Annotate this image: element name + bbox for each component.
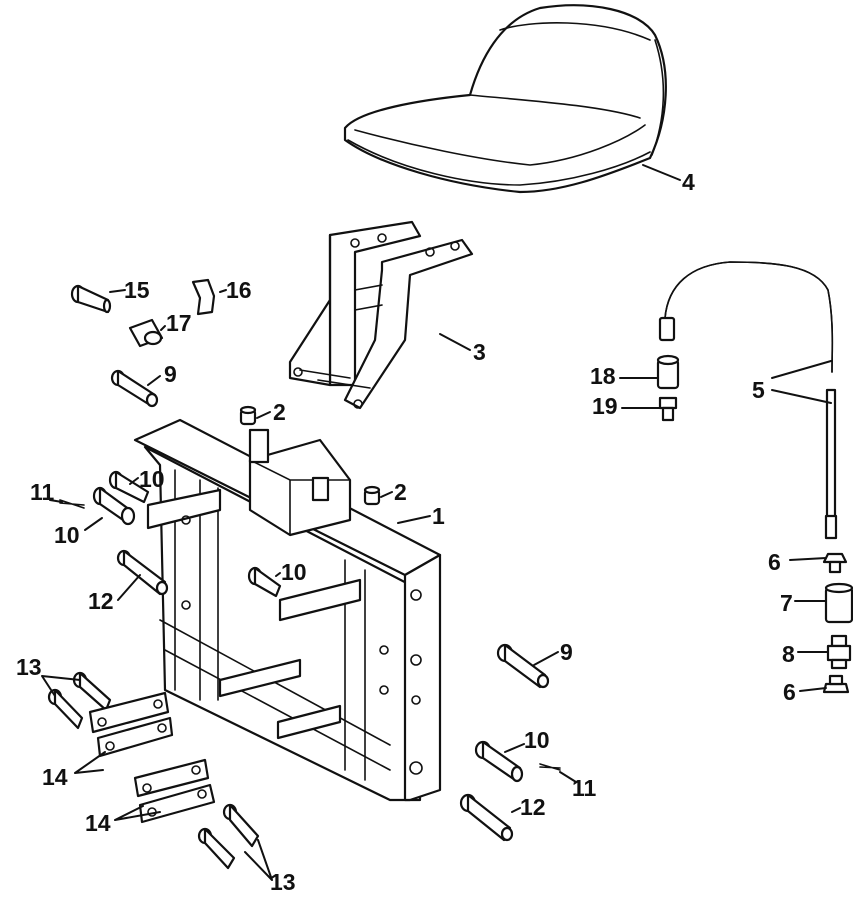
callout-12-upper: 12 <box>88 588 114 614</box>
pin-15 <box>70 284 112 314</box>
seat-bracket <box>288 220 474 410</box>
coupler-7 <box>824 582 853 624</box>
pin-9-upper <box>110 369 159 408</box>
clip-11-lower <box>539 763 561 771</box>
callout-9-lower: 9 <box>560 639 573 665</box>
main-frame <box>133 418 442 802</box>
callout-4: 4 <box>682 169 695 195</box>
plate-14-a <box>88 691 174 758</box>
callout-10-d: 10 <box>524 727 550 753</box>
pin-13-c <box>222 803 260 848</box>
clip-11-upper <box>59 499 85 509</box>
callout-1: 1 <box>432 503 445 529</box>
callout-8: 8 <box>782 641 795 667</box>
callout-15: 15 <box>124 277 150 303</box>
pin-9-lower <box>496 643 550 689</box>
callout-3: 3 <box>473 339 486 365</box>
fitting-6-upper <box>822 552 848 574</box>
callout-10-a: 10 <box>139 466 165 492</box>
callout-11-lower: 11 <box>572 775 597 801</box>
callout-6-upper: 6 <box>768 549 781 575</box>
callout-7: 7 <box>780 590 793 616</box>
seat <box>343 4 667 194</box>
plate-14-b <box>133 758 216 824</box>
callout-2-upper: 2 <box>273 399 286 425</box>
callout-18: 18 <box>590 363 616 389</box>
callout-12-lower: 12 <box>520 794 546 820</box>
callout-13-lower: 13 <box>270 869 296 895</box>
bushing-2a <box>239 405 257 426</box>
callout-6-lower: 6 <box>783 679 796 705</box>
callout-10-c: 10 <box>281 559 307 585</box>
bushing-2b <box>363 485 381 506</box>
pin-13-b <box>72 671 112 712</box>
callout-11-upper: 11 <box>30 479 55 505</box>
callout-5: 5 <box>752 377 765 403</box>
callout-10-b: 10 <box>54 522 80 548</box>
pin-10-a <box>108 470 150 504</box>
callout-9-upper: 9 <box>164 361 177 387</box>
callout-14-lower: 14 <box>85 810 111 836</box>
pin-10-d <box>474 740 524 783</box>
fitting-18 <box>656 354 680 390</box>
fitting-6-lower <box>822 674 850 694</box>
pin-13-d <box>197 827 236 870</box>
pin-10-b <box>92 486 136 526</box>
pin-17 <box>128 318 164 348</box>
hose-assembly <box>658 261 838 540</box>
callout-17: 17 <box>166 310 192 336</box>
callout-2-lower: 2 <box>394 479 407 505</box>
callout-13-upper: 13 <box>16 654 42 680</box>
leader-lines <box>41 164 832 881</box>
pin-12-upper <box>116 549 169 596</box>
callout-19: 19 <box>592 393 618 419</box>
callout-16: 16 <box>226 277 252 303</box>
callout-labels: 1 2 2 3 4 5 6 6 7 8 9 9 10 10 10 10 11 1… <box>16 169 796 895</box>
fitting-8 <box>826 634 852 670</box>
pin-10-c <box>247 566 282 598</box>
callout-14-upper: 14 <box>42 764 68 790</box>
bracket-16 <box>191 278 216 316</box>
pin-12-lower <box>459 793 514 842</box>
fitting-19 <box>658 396 678 422</box>
